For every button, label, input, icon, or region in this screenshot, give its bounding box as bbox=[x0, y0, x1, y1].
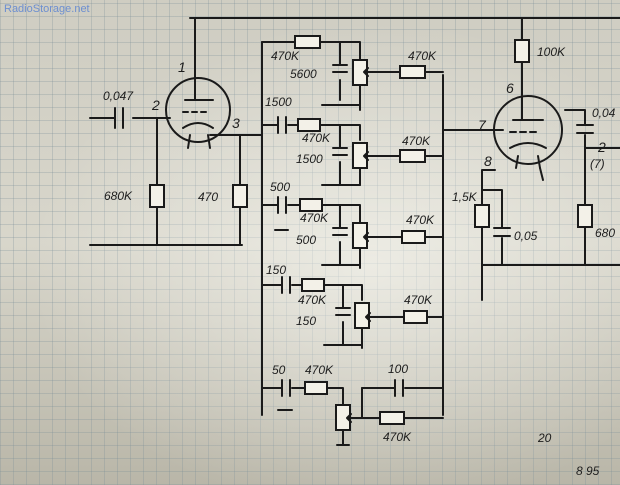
c-in-label: 0,047 bbox=[103, 89, 134, 103]
c-100-label: 100 bbox=[388, 362, 408, 376]
pin-1-label: 1 bbox=[178, 59, 186, 75]
pin-6-label: 6 bbox=[506, 80, 514, 96]
c-500b-label: 500 bbox=[296, 233, 316, 247]
c-150-label: 150 bbox=[266, 263, 286, 277]
r-grid-label: 680K bbox=[104, 189, 133, 203]
r-1500-label: 470K bbox=[302, 131, 331, 145]
corner-number: 20 bbox=[537, 431, 552, 445]
pot1-label: 470K bbox=[408, 49, 437, 63]
c-50-label: 50 bbox=[272, 363, 286, 377]
c-1500b-label: 1500 bbox=[296, 152, 323, 166]
watermark: RadioStorage.net bbox=[4, 3, 90, 15]
vacuum-tube-1-icon bbox=[165, 77, 231, 149]
r-bottom-label: 470K bbox=[383, 430, 412, 444]
r-out-label: 680 bbox=[595, 226, 615, 240]
pin-3-label: 3 bbox=[232, 115, 240, 131]
r-cathode-label: 470 bbox=[198, 190, 218, 204]
c-1500-label: 1500 bbox=[265, 95, 292, 109]
capacitors bbox=[114, 64, 594, 397]
pin-paren-label: (7) bbox=[590, 157, 605, 171]
wires bbox=[89, 17, 620, 446]
r-anode2-label: 100K bbox=[537, 45, 566, 59]
c-out-label: 0,04 bbox=[592, 106, 616, 120]
resistors bbox=[149, 35, 593, 431]
pin-8-label: 8 bbox=[484, 153, 492, 169]
top-c1-label: 5600 bbox=[290, 67, 317, 81]
pot3-label: 470K bbox=[406, 213, 435, 227]
pin-2-label: 2 bbox=[151, 97, 160, 113]
r-50-label: 470K bbox=[305, 363, 334, 377]
vacuum-tube-2-icon bbox=[493, 95, 563, 169]
r-500-label: 470K bbox=[300, 211, 329, 225]
pin-2-right-label: 2 bbox=[597, 139, 606, 155]
pot4-label: 470K bbox=[404, 293, 433, 307]
r-cathode2-label: 1,5K bbox=[452, 190, 478, 204]
top-r1-label: 470K bbox=[271, 49, 300, 63]
pin-7-label: 7 bbox=[478, 117, 487, 133]
pot2-label: 470K bbox=[402, 134, 431, 148]
c-150b-label: 150 bbox=[296, 314, 316, 328]
r-150-label: 470K bbox=[298, 293, 327, 307]
corner-text: 8 95 bbox=[576, 464, 600, 478]
c-cathode2-label: 0,05 bbox=[514, 229, 538, 243]
c-500-label: 500 bbox=[270, 180, 290, 194]
